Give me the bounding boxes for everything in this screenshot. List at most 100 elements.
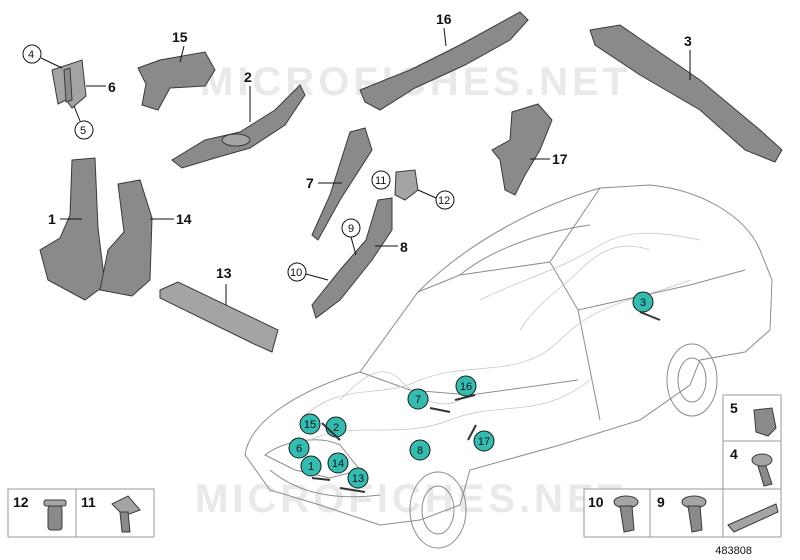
leader-5 bbox=[73, 105, 81, 122]
legend-label-9: 9 bbox=[657, 494, 665, 510]
legend-label-10: 10 bbox=[588, 494, 604, 510]
legend-part-wedge bbox=[727, 503, 779, 533]
beltline bbox=[577, 269, 746, 311]
car-callout-13[interactable]: 13 bbox=[347, 467, 369, 489]
legend-bottom-left: 12 11 bbox=[7, 488, 155, 538]
svg-text:2: 2 bbox=[333, 422, 339, 434]
label-12: 12 bbox=[438, 195, 450, 207]
part-17-bracket bbox=[491, 103, 553, 196]
car-callout-15[interactable]: 15 bbox=[299, 413, 321, 435]
label-17: 17 bbox=[552, 151, 568, 167]
legend-part-11-shank bbox=[119, 511, 131, 533]
svg-text:17: 17 bbox=[478, 436, 490, 448]
label-11: 11 bbox=[375, 175, 386, 187]
legend-part-12-head bbox=[43, 499, 67, 507]
car-body bbox=[244, 184, 773, 526]
door-a-pillar bbox=[549, 261, 601, 421]
legend-part-5-clip bbox=[753, 407, 777, 437]
legend-bottom-right: 10 9 bbox=[583, 488, 724, 538]
leader-16 bbox=[443, 27, 447, 47]
part-7-strap bbox=[311, 127, 373, 241]
legend-box-12 bbox=[7, 488, 77, 538]
front-bumper bbox=[269, 469, 381, 498]
label-4: 4 bbox=[28, 49, 34, 61]
legend-box-11 bbox=[75, 488, 155, 538]
part-6-rib bbox=[63, 67, 73, 103]
car-callout-7[interactable]: 7 bbox=[407, 388, 429, 410]
part-13-rail bbox=[159, 281, 279, 353]
label-ring-11 bbox=[371, 170, 391, 190]
svg-text:8: 8 bbox=[417, 445, 423, 457]
car-callout-3[interactable]: 3 bbox=[632, 291, 654, 313]
car-callout-6[interactable]: 6 bbox=[288, 437, 310, 459]
legend-label-12: 12 bbox=[13, 494, 29, 510]
car-callout-2[interactable]: 2 bbox=[325, 416, 347, 438]
svg-text:14: 14 bbox=[332, 458, 344, 470]
label-ring-5 bbox=[74, 120, 94, 140]
legend-label-4: 4 bbox=[730, 446, 738, 462]
legend-part-12-body bbox=[47, 505, 63, 531]
label-3: 3 bbox=[684, 33, 692, 49]
label-16: 16 bbox=[436, 11, 452, 27]
harness-cabin bbox=[519, 245, 651, 331]
part-2-boss bbox=[221, 133, 251, 147]
part-1-duct bbox=[39, 157, 106, 301]
part-14-duct bbox=[99, 179, 153, 297]
svg-text:3: 3 bbox=[640, 297, 646, 309]
leader-9 bbox=[350, 236, 357, 256]
hood-line bbox=[359, 371, 579, 396]
car-part-marks bbox=[311, 311, 661, 493]
svg-text:7: 7 bbox=[415, 394, 421, 406]
label-8: 8 bbox=[400, 239, 408, 255]
label-6: 6 bbox=[108, 79, 116, 95]
front-wheel bbox=[409, 471, 467, 549]
label-1: 1 bbox=[48, 211, 56, 227]
legend-part-9-shank bbox=[687, 505, 703, 533]
part-11-clip bbox=[394, 169, 419, 201]
leader-4 bbox=[40, 57, 63, 69]
label-14: 14 bbox=[176, 211, 192, 227]
label-9: 9 bbox=[348, 223, 354, 235]
car-callout-16[interactable]: 16 bbox=[455, 375, 477, 397]
leader-15 bbox=[179, 45, 185, 63]
label-ring-4 bbox=[22, 44, 42, 64]
harness-engine bbox=[339, 371, 461, 405]
svg-text:13: 13 bbox=[352, 473, 364, 485]
svg-text:15: 15 bbox=[304, 419, 316, 431]
leader-10 bbox=[305, 273, 329, 281]
part-3-rail bbox=[589, 24, 783, 163]
car-callout-1[interactable]: 1 bbox=[300, 455, 322, 477]
part-16-rail bbox=[359, 11, 529, 111]
harness-roof bbox=[479, 232, 701, 301]
label-ring-10 bbox=[287, 262, 307, 282]
car-callout-17[interactable]: 17 bbox=[473, 430, 495, 452]
car-callouts: 3 7 16 15 2 6 8 17 1 14 13 bbox=[288, 291, 654, 489]
label-2: 2 bbox=[244, 69, 252, 85]
car-callout-14[interactable]: 14 bbox=[327, 452, 349, 474]
part-8-bracket bbox=[311, 197, 393, 319]
rear-wheel-rim bbox=[677, 357, 707, 403]
svg-text:6: 6 bbox=[296, 443, 302, 455]
svg-text:16: 16 bbox=[460, 381, 472, 393]
label-ring-12 bbox=[435, 190, 455, 210]
label-13: 13 bbox=[216, 265, 232, 281]
legend-part-4-head bbox=[751, 453, 773, 467]
legend-label-5: 5 bbox=[730, 400, 738, 416]
roof-line bbox=[459, 224, 591, 276]
car-callout-8[interactable]: 8 bbox=[409, 439, 431, 461]
car-outline bbox=[244, 184, 773, 549]
legend-part-4-shank bbox=[757, 465, 773, 487]
svg-text:1: 1 bbox=[308, 461, 314, 473]
diagram-code: 483808 bbox=[715, 545, 752, 557]
legend-label-11: 11 bbox=[81, 494, 96, 510]
windshield bbox=[417, 187, 601, 293]
harness-lower bbox=[309, 379, 591, 441]
leader-12 bbox=[417, 189, 437, 199]
rear-wheel bbox=[666, 343, 718, 417]
part-6-bracket bbox=[51, 59, 87, 109]
legend-part-10-shank bbox=[619, 505, 635, 533]
harness-main bbox=[299, 279, 691, 421]
part-15-duct bbox=[137, 51, 216, 111]
front-wheel-rim bbox=[421, 485, 455, 535]
